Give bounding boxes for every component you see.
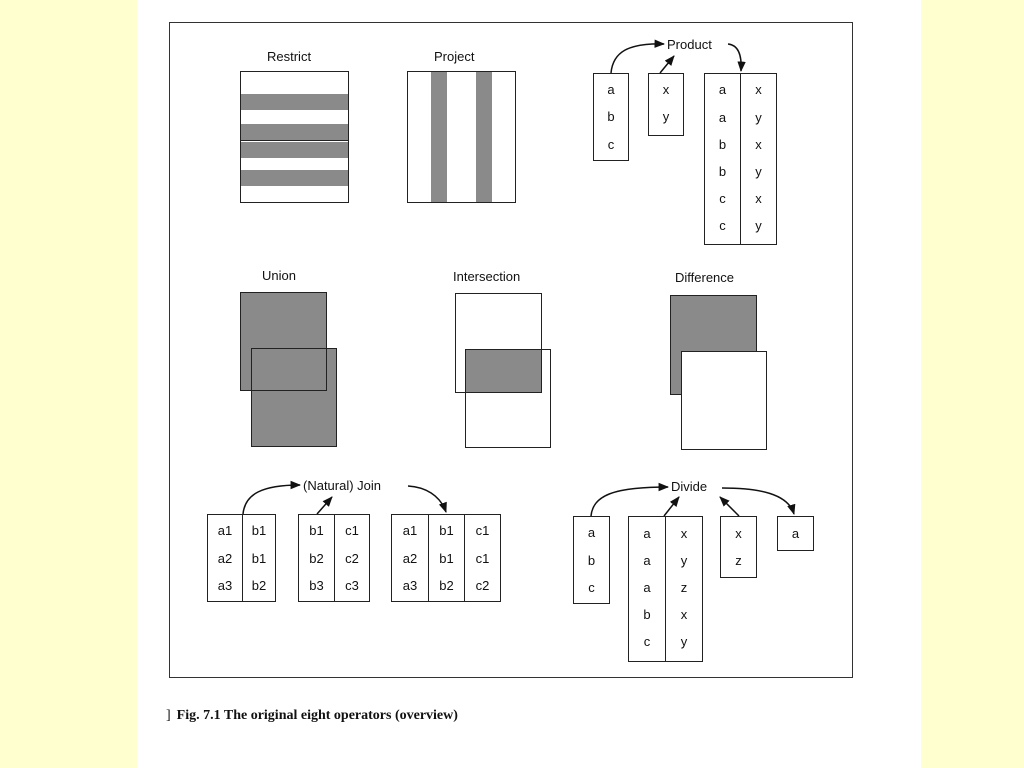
join-right-relation: b1 b2 b3 c1 c2 c3 [298,514,370,602]
divide-dividend-relation: a b c [573,516,610,604]
cell: x [680,526,688,541]
cell: a3 [217,578,233,593]
restrict-diagram [240,71,349,203]
intersection-label: Intersection [453,269,521,284]
cell: x [680,607,688,622]
cell: b2 [251,578,267,593]
cell: x [755,191,762,206]
cell: x [735,526,742,541]
restrict-row-1 [241,94,348,110]
cell: b1 [439,523,454,538]
cell: a2 [217,551,233,566]
caption-text: Fig. 7.1 The original eight operators (o… [176,708,458,723]
cell: y [680,553,688,568]
project-label: Project [434,49,475,64]
column-divider [428,515,429,601]
project-col-1 [431,72,447,202]
divide-result-relation: a [777,516,814,551]
cell: a [607,82,615,97]
cell: b2 [309,551,324,566]
column-divider [464,515,465,601]
cell: a [643,526,651,541]
union-set-b [251,348,337,447]
cell: c [607,137,615,152]
cell: y [680,634,688,649]
join-label: (Natural) Join [303,478,382,493]
cell: c1 [475,523,490,538]
intersection-overlap [465,349,542,393]
project-diagram [407,71,516,203]
cell: y [755,164,762,179]
divide-divisor-relation: x z [720,516,757,578]
cell: b1 [251,523,267,538]
join-left-relation: a1 a2 a3 b1 b1 b2 [207,514,276,602]
cell: z [680,580,688,595]
cell: y [662,109,670,124]
cell: b [643,607,651,622]
product-left-relation: a b c [593,73,629,161]
cell: c2 [345,551,359,566]
column-divider [334,515,335,601]
union-overlap-outline [251,348,327,391]
product-right-relation: x y [648,73,684,136]
cell: a [718,110,727,125]
column-divider [242,515,243,601]
cell: a3 [402,578,418,593]
figure-caption: ] Fig. 7.1 The original eight operators (… [166,708,458,724]
divide-label: Divide [671,479,708,494]
cell: b [718,164,727,179]
project-col-2 [476,72,492,202]
cell: b3 [309,578,324,593]
cell: a [587,525,596,540]
cell: x [662,82,670,97]
cell: c [719,218,726,233]
difference-label: Difference [675,270,735,285]
difference-set-b [681,351,767,450]
cell: c2 [475,578,490,593]
product-result-relation: a a b b c c x y x y x y [704,73,777,245]
cell: c [643,634,651,649]
cell: a [643,553,651,568]
caption-mark: ] [166,708,171,723]
column-divider [740,74,741,244]
cell: z [735,553,742,568]
cell: a2 [402,551,418,566]
join-result-relation: a1 a2 a3 b1 b1 b2 c1 c1 c2 [391,514,501,602]
cell: x [755,137,762,152]
cell: x [755,82,762,97]
restrict-row-2 [241,124,348,140]
restrict-row-4 [241,170,348,186]
cell: c [588,580,595,595]
cell: b [718,137,727,152]
union-label: Union [262,268,296,283]
product-label: Product [667,37,712,52]
cell: a [643,580,651,595]
cell: y [755,218,762,233]
cell: b1 [439,551,454,566]
figure-frame [169,22,853,678]
restrict-row-divider [241,140,348,141]
cell: b1 [251,551,267,566]
cell: b2 [439,578,454,593]
cell: b [607,109,615,124]
cell: a1 [402,523,418,538]
cell: c1 [345,523,359,538]
cell: b1 [309,523,324,538]
column-divider [665,517,666,661]
cell: y [755,110,762,125]
cell: c3 [345,578,359,593]
restrict-label: Restrict [267,49,312,64]
cell: a [718,82,727,97]
cell: c1 [475,551,490,566]
cell: a1 [217,523,233,538]
cell: a [791,526,800,541]
cell: b [587,553,596,568]
cell: c [719,191,726,206]
restrict-row-3 [241,142,348,158]
divide-mediator-relation: a a a b c x y z x y [628,516,703,662]
